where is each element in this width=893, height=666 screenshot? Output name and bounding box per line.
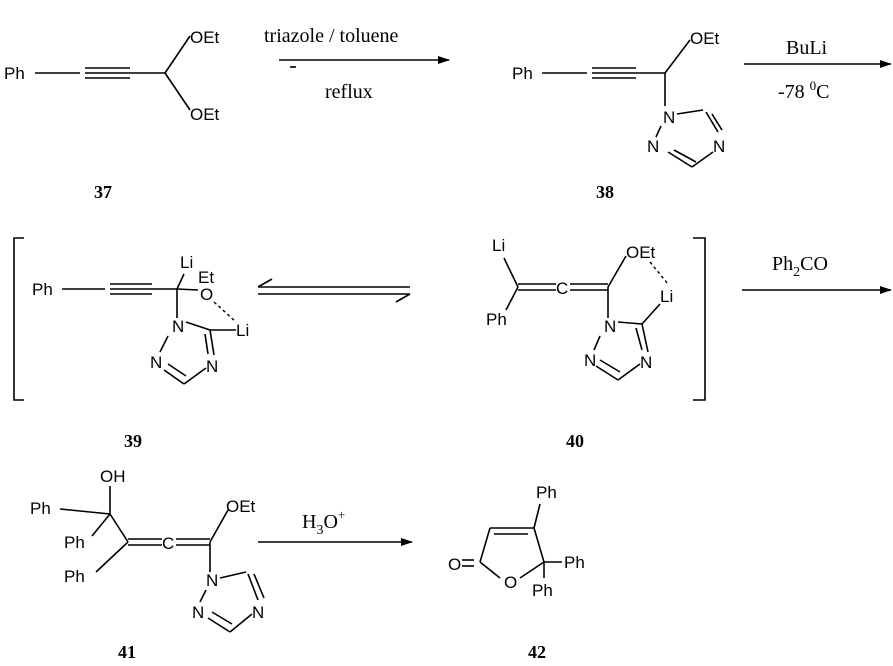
right-bracket (693, 237, 706, 401)
atom-li: Li (492, 236, 505, 255)
compound-38-structure: Ph OEt N N N (512, 29, 725, 168)
condition-h3o-plus: H3O+ (302, 507, 345, 538)
atom-ph: Ph (30, 499, 51, 518)
atom-n: N (252, 603, 264, 622)
atom-oet: OEt (226, 497, 256, 516)
atom-n: N (640, 353, 652, 372)
atom-ph: Ph (64, 567, 85, 586)
atom-n: N (192, 603, 204, 622)
condition-temperature: -78 0C (778, 78, 830, 103)
atom-oh: OH (100, 467, 126, 486)
atom-et: Et (198, 268, 214, 287)
atom-ph: Ph (32, 280, 53, 299)
compound-label: 40 (566, 431, 584, 451)
atom-n: N (584, 351, 596, 370)
atom-oet: OEt (626, 243, 656, 262)
atom-n: N (647, 137, 659, 156)
equilibrium-arrows (257, 278, 411, 303)
condition-triazole-toluene: triazole / toluene (264, 25, 399, 47)
atom-ph: Ph (64, 533, 85, 552)
compound-37-structure: Ph OEt OEt (4, 28, 220, 124)
compound-39-structure: Ph Li Et O N Li N N (32, 253, 249, 385)
compound-40-structure: Li Ph C OEt N Li N N (486, 236, 673, 381)
compound-label: 42 (528, 642, 546, 662)
atom-o: O (200, 285, 213, 304)
atom-n: N (172, 317, 184, 336)
atom-ph: Ph (512, 64, 533, 83)
atom-c: C (556, 279, 568, 298)
atom-o: O (504, 573, 517, 592)
atom-ph: Ph (4, 64, 25, 83)
atom-li: Li (180, 253, 193, 272)
left-bracket (13, 237, 24, 401)
compound-label: 41 (118, 642, 136, 662)
condition-ph2co: Ph2CO (772, 253, 828, 280)
atom-li: Li (236, 321, 249, 340)
atom-li: Li (660, 287, 673, 306)
compound-42-structure: Ph O O Ph Ph (448, 483, 585, 600)
atom-n: N (663, 108, 675, 127)
atom-oet: OEt (190, 28, 220, 47)
compound-41-structure: OH Ph Ph Ph C OEt N N N (30, 467, 265, 633)
atom-ph: Ph (564, 553, 585, 572)
atom-n: N (150, 353, 162, 372)
atom-n: N (713, 137, 725, 156)
atom-oet: OEt (190, 105, 220, 124)
atom-ph: Ph (536, 483, 557, 502)
compound-label: 37 (94, 182, 112, 202)
atom-n: N (206, 571, 218, 590)
atom-n: N (206, 357, 218, 376)
atom-ph: Ph (532, 581, 553, 600)
atom-ph: Ph (486, 310, 507, 329)
atom-c: C (162, 534, 174, 553)
atom-oet: OEt (690, 29, 720, 48)
atom-n: N (604, 317, 616, 336)
atom-o: O (448, 555, 461, 574)
condition-reflux: reflux (325, 81, 373, 103)
condition-buli: BuLi (786, 37, 828, 59)
compound-label: 39 (124, 431, 142, 451)
compound-label: 38 (596, 182, 614, 202)
